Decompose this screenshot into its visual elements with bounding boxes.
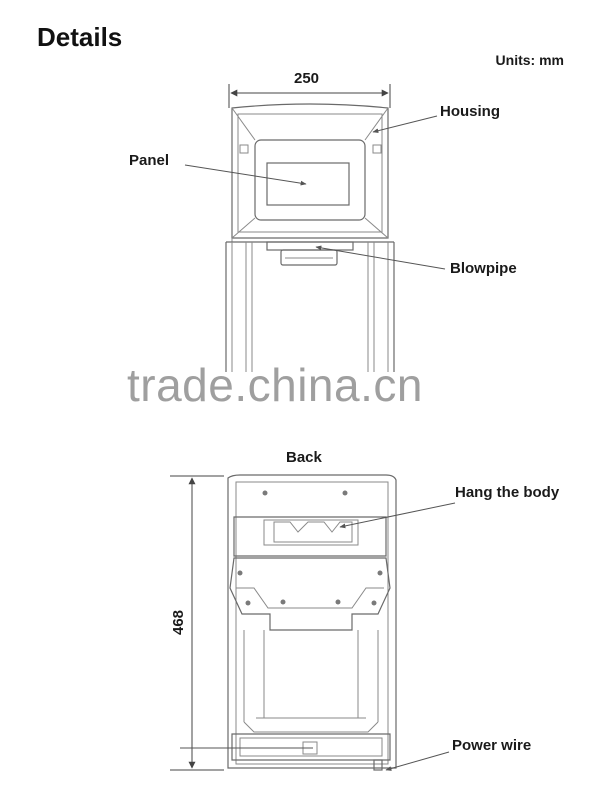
blowpipe-label: Blowpipe xyxy=(450,260,517,277)
blowpipe-leader xyxy=(315,245,446,270)
hang-body-leader xyxy=(339,502,456,529)
back-view xyxy=(170,474,456,771)
panel-window xyxy=(266,162,350,206)
page-title: Details xyxy=(37,22,123,52)
hang-the-body-label: Hang the body xyxy=(455,484,560,501)
back-view-label: Back xyxy=(286,449,322,466)
panel-leader xyxy=(184,164,307,186)
hanging-bracket xyxy=(233,516,387,557)
width-dimension-label: 250 xyxy=(294,70,320,87)
power-wire-outlet xyxy=(373,759,383,771)
units-label: Units: mm xyxy=(495,52,564,68)
power-wire-leader xyxy=(385,751,450,771)
power-wire-label: Power wire xyxy=(452,737,532,754)
watermark: trade.china.cn xyxy=(127,359,423,411)
front-view xyxy=(184,84,446,372)
panel-label: Panel xyxy=(129,152,170,169)
housing-label: Housing xyxy=(440,103,500,120)
mounting-plate xyxy=(229,557,391,631)
bottom-tray xyxy=(231,733,391,761)
housing-leader xyxy=(372,115,438,134)
back-body-outline xyxy=(227,474,397,769)
blowpipe-rail xyxy=(266,241,354,251)
height-dimension-label: 468 xyxy=(170,609,188,636)
panel-frame xyxy=(254,139,366,221)
blowpipe-nozzle xyxy=(280,249,338,266)
